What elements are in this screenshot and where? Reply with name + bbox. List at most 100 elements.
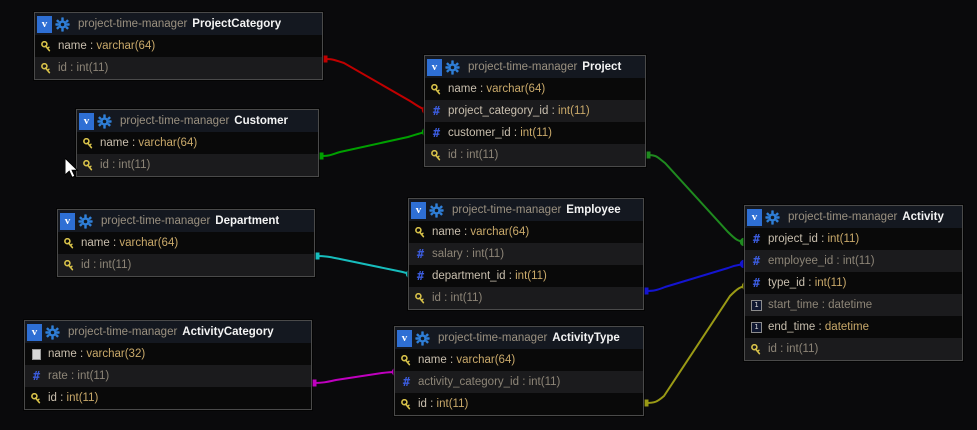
- column-label: id : int(11): [418, 398, 468, 410]
- table-column-row[interactable]: # employee_id : int(11): [745, 250, 962, 272]
- table-column-row[interactable]: id : int(11): [35, 57, 322, 79]
- table-column-row[interactable]: name : varchar(64): [35, 35, 322, 57]
- view-badge-icon: v: [60, 212, 75, 230]
- table-column-row[interactable]: #type_id : int(11): [745, 272, 962, 294]
- table-column-row[interactable]: #project_category_id : int(11): [425, 100, 645, 122]
- table-column-row[interactable]: name : varchar(32): [25, 343, 311, 365]
- column-label: department_id : int(11): [432, 270, 547, 282]
- column-type: datetime: [824, 321, 870, 333]
- gear-icon: [443, 58, 462, 77]
- column-separator: :: [66, 62, 77, 74]
- table-column-row[interactable]: id : int(11): [395, 393, 643, 415]
- table-column-row[interactable]: id : int(11): [77, 154, 318, 176]
- table-node-department[interactable]: v project-time-manager Department name : va…: [57, 209, 315, 277]
- datetime-icon: 1: [750, 321, 763, 334]
- key-icon: [400, 354, 413, 367]
- view-badge-icon: v: [397, 329, 412, 347]
- table-name-label: Activity: [902, 211, 944, 223]
- table-column-row[interactable]: id : int(11): [409, 287, 643, 309]
- key-icon: [430, 149, 443, 162]
- key-icon: [400, 398, 413, 411]
- table-column-row[interactable]: # department_id : int(11): [409, 265, 643, 287]
- table-column-row[interactable]: #activity_category_id : int(11): [395, 371, 643, 393]
- column-type: int(11): [786, 343, 819, 355]
- table-column-row[interactable]: id : int(11): [425, 144, 645, 166]
- view-badge-icon: v: [27, 323, 42, 341]
- column-name: end_time: [768, 321, 816, 333]
- column-type: int(11): [77, 370, 110, 382]
- column-separator: :: [456, 149, 467, 161]
- table-name-label: Department: [215, 215, 280, 227]
- column-type: varchar(64): [486, 83, 546, 95]
- relationship-rel-employee-activity: [641, 259, 749, 295]
- column-label: name : varchar(64): [81, 237, 178, 249]
- key-icon: [40, 62, 53, 75]
- table-column-row[interactable]: #salary : int(11): [409, 243, 643, 265]
- table-header-department[interactable]: v project-time-manager Department: [58, 210, 314, 232]
- column-label: name : varchar(64): [448, 83, 545, 95]
- table-header-activity[interactable]: v project-time-manager Activity: [745, 206, 962, 228]
- column-separator: :: [76, 348, 87, 360]
- column-separator: :: [86, 40, 97, 52]
- column-name: salary: [432, 248, 463, 260]
- key-icon: [82, 137, 95, 150]
- hash-icon: #: [416, 247, 425, 261]
- table-name-label: Project: [582, 61, 622, 73]
- column-separator: :: [89, 259, 100, 271]
- table-column-row[interactable]: name : varchar(64): [77, 132, 318, 154]
- table-column-row[interactable]: #customer_id : int(11): [425, 122, 645, 144]
- column-type: int(11): [76, 62, 109, 74]
- table-column-row[interactable]: name : varchar(64): [395, 349, 643, 371]
- view-badge-icon: v: [747, 208, 762, 226]
- column-label: name : varchar(64): [58, 40, 155, 52]
- table-column-row[interactable]: name : varchar(64): [409, 221, 643, 243]
- column-name: activity_category_id: [418, 376, 519, 388]
- column-type: varchar(64): [456, 354, 516, 366]
- column-label: id : int(11): [48, 392, 98, 404]
- column-name: id: [81, 259, 90, 271]
- table-schema-label: project-time-manager: [101, 215, 211, 227]
- column-label: employee_id : int(11): [768, 255, 875, 267]
- relationship-rel-projectcategory-project: [320, 55, 431, 115]
- table-schema-label: project-time-manager: [788, 211, 898, 223]
- hash-icon: #: [752, 254, 761, 268]
- column-label: project_id : int(11): [768, 233, 859, 245]
- key-icon: [414, 226, 427, 239]
- table-column-row[interactable]: id : int(11): [58, 254, 314, 276]
- column-separator: :: [818, 299, 829, 311]
- hash-icon: #: [402, 375, 411, 389]
- table-column-row[interactable]: name : varchar(64): [425, 78, 645, 100]
- column-type: int(11): [515, 270, 547, 282]
- table-column-row[interactable]: #project_id : int(11): [745, 228, 962, 250]
- table-name-label: ProjectCategory: [192, 18, 282, 30]
- table-column-row[interactable]: name : varchar(64): [58, 232, 314, 254]
- column-type: varchar(64): [119, 237, 179, 249]
- relationship-rel-project-activity: [643, 151, 749, 247]
- column-type: datetime: [828, 299, 873, 311]
- column-type: int(11): [814, 277, 847, 289]
- table-column-row[interactable]: #rate : int(11): [25, 365, 311, 387]
- table-column-row[interactable]: id : int(11): [25, 387, 311, 409]
- text-icon: [30, 348, 43, 361]
- table-column-row[interactable]: id : int(11): [745, 338, 962, 360]
- column-type: varchar(64): [138, 137, 198, 149]
- hash-icon: #: [416, 269, 425, 283]
- key-icon: [63, 259, 76, 272]
- column-name: id: [48, 392, 57, 404]
